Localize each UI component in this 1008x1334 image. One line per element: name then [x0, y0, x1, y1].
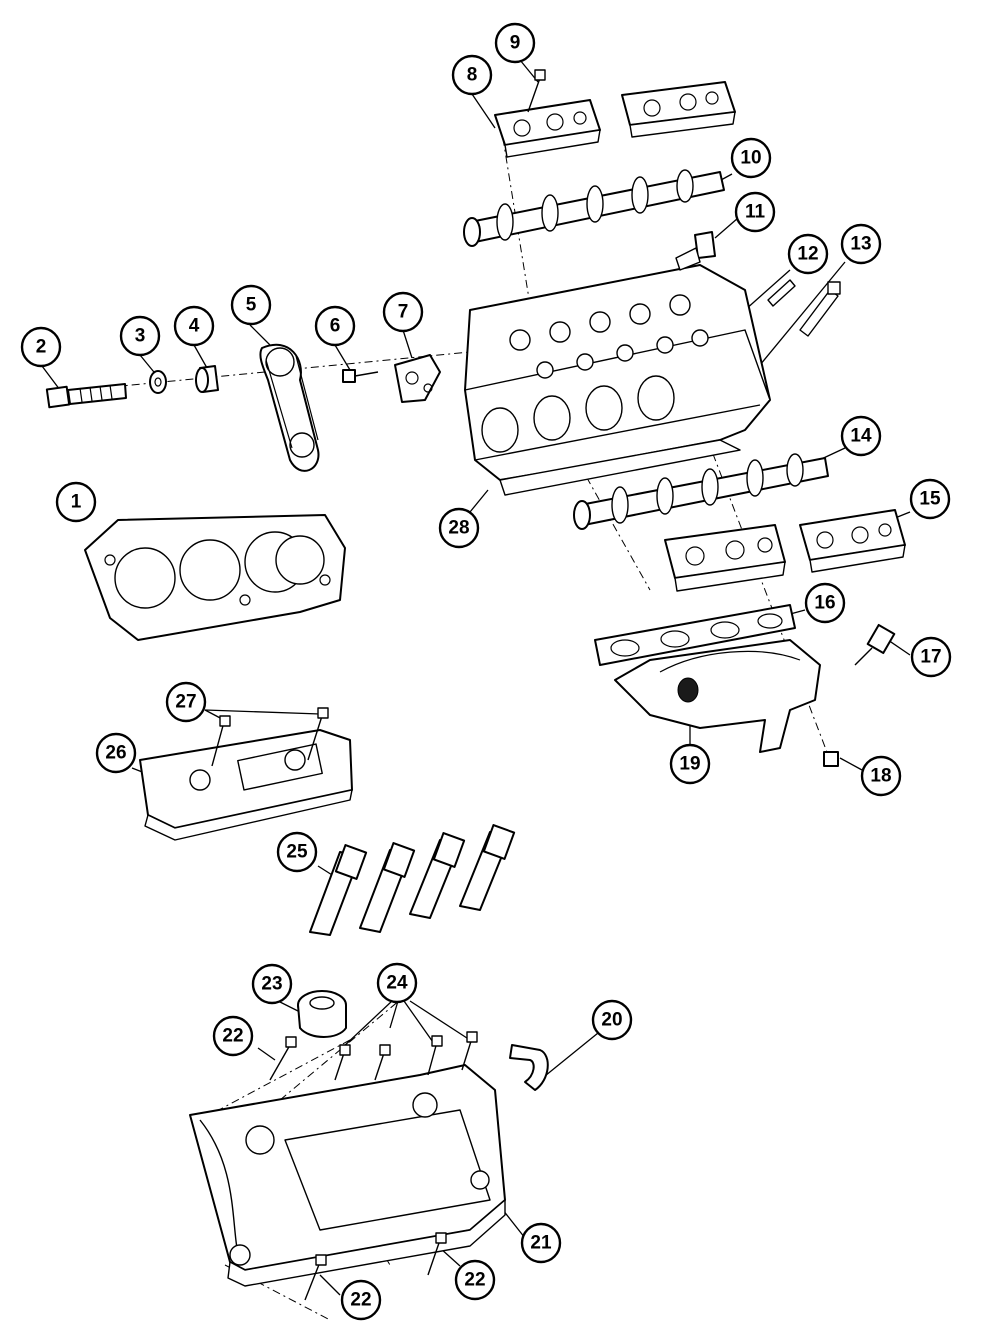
oxygen-sensor: [854, 623, 896, 666]
svg-text:19: 19: [679, 754, 700, 775]
svg-text:22: 22: [464, 1270, 485, 1291]
svg-text:4: 4: [189, 316, 200, 337]
callout-28: 28: [438, 507, 480, 549]
svg-text:27: 27: [175, 692, 196, 713]
callout-2: 2: [20, 326, 62, 368]
callout-13: 13: [840, 223, 882, 265]
svg-text:9: 9: [510, 33, 521, 54]
stud-13: [799, 281, 841, 337]
svg-text:25: 25: [286, 842, 308, 863]
svg-text:10: 10: [740, 148, 761, 169]
svg-text:13: 13: [850, 234, 871, 255]
spacer: [195, 365, 219, 393]
svg-text:8: 8: [467, 65, 478, 86]
callout-17: 17: [910, 636, 952, 678]
svg-text:3: 3: [135, 326, 146, 347]
camshaft-bearing-cap-lower-left: [664, 524, 786, 592]
washer: [149, 370, 167, 394]
head-gasket: [84, 514, 346, 641]
camshaft-upper: [463, 169, 725, 247]
svg-text:7: 7: [398, 302, 409, 323]
pcv-hose: [509, 1044, 549, 1091]
svg-text:21: 21: [530, 1233, 552, 1254]
svg-text:23: 23: [261, 974, 282, 995]
callout-20: 20: [591, 999, 633, 1041]
small-bolt: [342, 369, 379, 383]
callout-18: 18: [860, 755, 902, 797]
svg-text:12: 12: [797, 244, 818, 265]
callout-24: 24: [376, 962, 418, 1004]
svg-text:26: 26: [105, 743, 126, 764]
callout-10: 10: [730, 137, 772, 179]
camshaft-bearing-cap-lower-right: [799, 509, 906, 573]
cap-bolt: [527, 69, 546, 113]
callout-12: 12: [787, 233, 829, 275]
ignition-coils: [309, 824, 516, 936]
stud-12: [767, 279, 796, 307]
svg-text:11: 11: [745, 202, 766, 223]
svg-text:5: 5: [246, 295, 257, 316]
svg-text:24: 24: [386, 973, 408, 994]
callout-19: 19: [669, 743, 711, 785]
cylinder-head: [464, 264, 771, 496]
svg-text:20: 20: [601, 1010, 622, 1031]
oil-filler-cap: [297, 990, 347, 1038]
camshaft-bearing-cap-upper-right: [621, 81, 736, 138]
camshaft-sensor: [675, 231, 716, 271]
svg-text:22: 22: [222, 1026, 243, 1047]
lower-valve-cover: [189, 1064, 506, 1287]
callout-9: 9: [494, 22, 536, 64]
svg-text:15: 15: [919, 489, 941, 510]
callout-22-top: 22: [212, 1015, 254, 1057]
callout-15: 15: [909, 478, 951, 520]
callout-11: 11: [734, 191, 776, 233]
camshaft-lower: [573, 453, 829, 530]
callout-26: 26: [95, 732, 137, 774]
callout-3: 3: [119, 315, 161, 357]
callout-7: 7: [382, 291, 424, 333]
callout-14: 14: [840, 415, 882, 457]
callout-4: 4: [173, 305, 215, 347]
svg-text:6: 6: [330, 316, 341, 337]
callout-5: 5: [230, 284, 272, 326]
callout-25: 25: [276, 831, 318, 873]
exhaust-manifold-gasket: [594, 604, 796, 666]
svg-text:1: 1: [71, 492, 82, 513]
cylinder-head-ports: [481, 294, 709, 453]
svg-text:17: 17: [920, 647, 941, 668]
svg-text:16: 16: [814, 593, 835, 614]
callout-22-right: 22: [454, 1259, 496, 1301]
callout-1: 1: [55, 481, 97, 523]
exhaust-manifold: [614, 639, 821, 753]
manifold-nut: [823, 751, 839, 767]
svg-text:2: 2: [36, 337, 47, 358]
callout-27: 27: [165, 681, 207, 723]
camshaft-bearing-cap-upper-left: [494, 99, 601, 158]
callout-16: 16: [804, 582, 846, 624]
callout-23: 23: [251, 963, 293, 1005]
cover-bolts: [269, 1031, 478, 1301]
chain-tensioner: [394, 354, 441, 403]
svg-text:28: 28: [448, 518, 469, 539]
timing-chain: [259, 343, 320, 472]
svg-text:14: 14: [850, 426, 872, 447]
svg-text:18: 18: [870, 766, 891, 787]
svg-text:22: 22: [350, 1290, 371, 1311]
valve-cover-bolts: [211, 707, 329, 767]
callout-6: 6: [314, 305, 356, 347]
callout-22-bottom: 22: [340, 1279, 382, 1321]
valve-cover: [139, 729, 353, 841]
callout-8: 8: [451, 54, 493, 96]
camshaft-bolt: [45, 383, 127, 409]
callout-21: 21: [520, 1222, 562, 1264]
